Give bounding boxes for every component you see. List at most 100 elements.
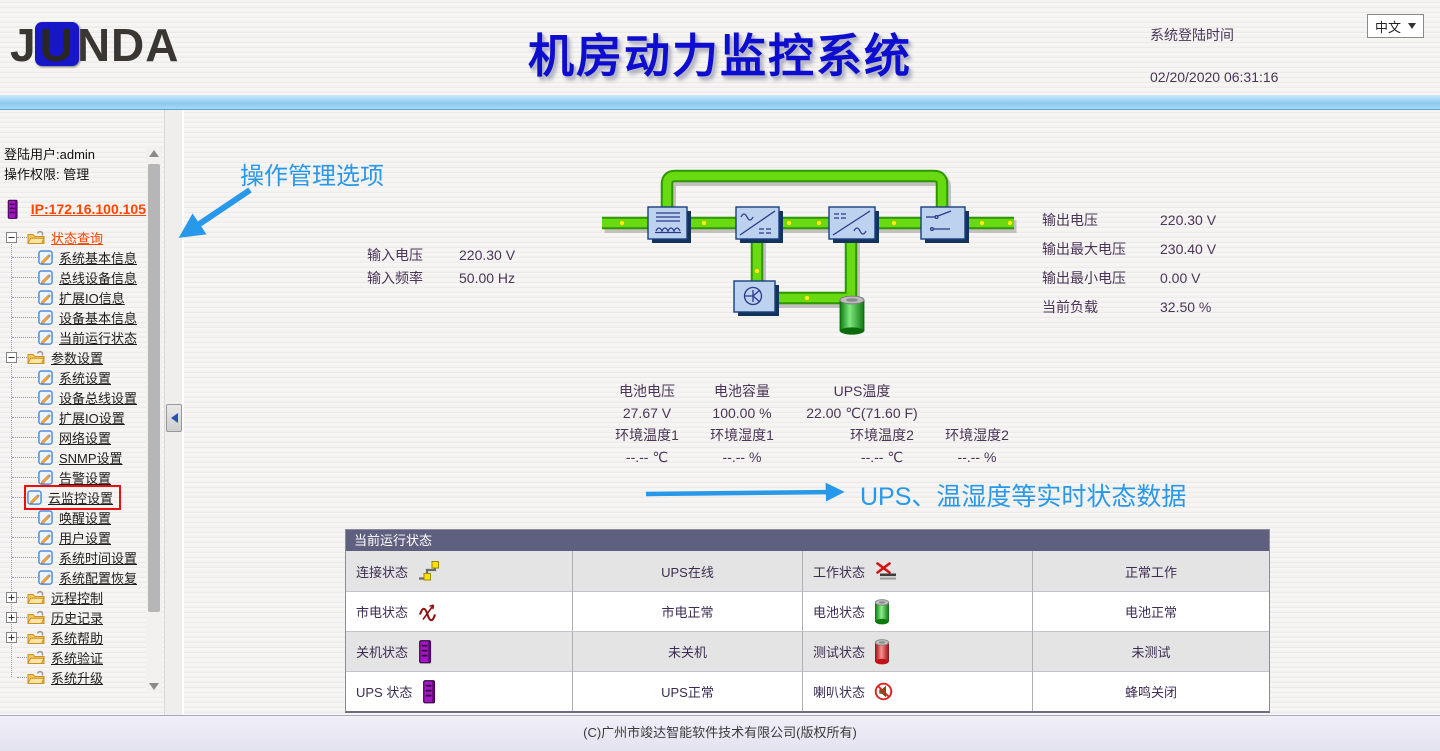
- tree-connector: [12, 416, 38, 418]
- doc-edit-icon: [38, 530, 53, 545]
- doc-edit-icon: [38, 570, 53, 585]
- footer: (C)广州市竣达智能软件技术有限公司(版权所有): [0, 715, 1440, 751]
- sidebar-folder-remote-control[interactable]: 远程控制: [4, 587, 146, 607]
- tree-connector: [17, 656, 27, 658]
- sidebar-item-wakeup-settings[interactable]: 唤醒设置: [4, 507, 146, 527]
- sidebar-item-label[interactable]: 总线设备信息: [59, 270, 138, 286]
- charger-box: [733, 280, 779, 316]
- doc-edit-icon: [38, 370, 53, 385]
- sidebar-item-snmp-settings[interactable]: SNMP设置: [4, 447, 146, 467]
- scrollbar-thumb[interactable]: [148, 164, 160, 612]
- sidebar-item-device-basic-info[interactable]: 设备基本信息: [4, 307, 146, 327]
- sidebar-item-device-bus-settings[interactable]: 设备总线设置: [4, 387, 146, 407]
- triangle-down-icon: [149, 683, 159, 690]
- expand-expander-icon[interactable]: [6, 612, 17, 623]
- sidebar: 登陆用户:admin 操作权限: 管理 IP:172.16.100.105 状态…: [0, 110, 146, 716]
- sidebar-item-label[interactable]: 系统配置恢复: [59, 570, 138, 586]
- sidebar-item-label[interactable]: 扩展IO信息: [59, 290, 125, 306]
- sidebar-item-label[interactable]: 当前运行状态: [59, 330, 138, 346]
- folder-icon: [27, 350, 45, 365]
- panel-splitter: [164, 110, 184, 716]
- sidebar-item-label[interactable]: 网络设置: [59, 430, 112, 446]
- metric-value: --.-- ℃: [625, 449, 669, 465]
- tree-connector: [12, 276, 38, 278]
- status-label: 测试状态: [813, 645, 866, 660]
- metric-label: 环境温度1: [615, 427, 679, 443]
- sidebar-item-system-basic-info[interactable]: 系统基本信息: [4, 247, 146, 267]
- folder-icon: [27, 630, 45, 645]
- sidebar-item-expansion-io-info[interactable]: 扩展IO信息: [4, 287, 146, 307]
- sidebar-item-current-run-status[interactable]: 当前运行状态: [4, 327, 146, 347]
- annotation-realtime-note: UPS、温湿度等实时状态数据: [860, 483, 1187, 511]
- sidebar-item-cloud-monitor-settings[interactable]: 云监控设置: [4, 484, 146, 510]
- folder-icon: [27, 670, 45, 685]
- sidebar-item-label[interactable]: 系统验证: [51, 650, 104, 666]
- mains-wave-icon: [417, 602, 439, 622]
- metric-label: 输出最大电压: [1042, 241, 1126, 257]
- status-value: 电池正常: [1033, 591, 1269, 631]
- sidebar-item-label[interactable]: 告警设置: [59, 470, 112, 486]
- sidebar-item-label[interactable]: 系统帮助: [51, 630, 104, 646]
- expand-expander-icon[interactable]: [6, 592, 17, 603]
- server-icon: [421, 679, 439, 705]
- doc-edit-icon: [38, 410, 53, 425]
- sidebar-item-label[interactable]: 用户设置: [59, 530, 112, 546]
- sidebar-item-expansion-io-settings[interactable]: 扩展IO设置: [4, 407, 146, 427]
- doc-edit-icon: [38, 250, 53, 265]
- sidebar-folder-verification[interactable]: 系统验证: [4, 647, 146, 667]
- sidebar-item-label[interactable]: 状态查询: [51, 230, 104, 246]
- sidebar-folder-upgrade[interactable]: 系统升级: [4, 667, 146, 687]
- logo-letter-u: U: [34, 18, 79, 72]
- status-value: 未测试: [1033, 631, 1269, 671]
- tree-connector: [17, 596, 27, 598]
- sidebar-item-label[interactable]: 设备基本信息: [59, 310, 138, 326]
- login-user: 登陆用户:admin: [4, 147, 96, 162]
- language-select[interactable]: 中文: [1366, 14, 1424, 38]
- sidebar-item-label[interactable]: 扩展IO设置: [59, 410, 125, 426]
- sidebar-scrollbar[interactable]: [146, 146, 162, 694]
- status-value: UPS在线: [573, 551, 803, 591]
- sidebar-item-label[interactable]: SNMP设置: [59, 450, 123, 466]
- scroll-down-button[interactable]: [146, 679, 162, 694]
- table-row: 连接状态 UPS在线 工作状态 正常工作: [346, 551, 1269, 591]
- doc-edit-icon: [38, 470, 53, 485]
- sidebar-item-user-settings[interactable]: 用户设置: [4, 527, 146, 547]
- sidebar-item-label[interactable]: 参数设置: [51, 350, 104, 366]
- sidebar-item-label[interactable]: 系统时间设置: [59, 550, 138, 566]
- scroll-up-button[interactable]: [146, 146, 162, 161]
- sidebar-item-label[interactable]: 系统升级: [51, 670, 104, 686]
- output-switch-box: [920, 206, 969, 243]
- speaker-muted-icon: [874, 682, 893, 701]
- sidebar-item-label[interactable]: 系统基本信息: [59, 250, 138, 266]
- sidebar-item-alarm-settings[interactable]: 告警设置: [4, 467, 146, 487]
- device-ip-link[interactable]: IP:172.16.100.105: [30, 201, 146, 217]
- metric-value: 220.30 V: [459, 247, 516, 263]
- rectifier-box: [735, 206, 783, 243]
- sidebar-item-label[interactable]: 设备总线设置: [59, 390, 138, 406]
- sidebar-group-status-query[interactable]: 状态查询: [4, 227, 146, 247]
- sidebar-item-system-time-settings[interactable]: 系统时间设置: [4, 547, 146, 567]
- metric-label: 环境湿度2: [945, 427, 1009, 443]
- sidebar-item-label[interactable]: 系统设置: [59, 370, 112, 386]
- metric-label: 输入频率: [367, 270, 423, 286]
- sidebar-item-label[interactable]: 云监控设置: [48, 490, 114, 506]
- collapse-expander-icon[interactable]: [6, 232, 17, 243]
- sidebar-item-system-settings[interactable]: 系统设置: [4, 367, 146, 387]
- sidebar-item-label[interactable]: 唤醒设置: [59, 510, 112, 526]
- sidebar-group-param-settings[interactable]: 参数设置: [4, 347, 146, 367]
- sidebar-item-bus-device-info[interactable]: 总线设备信息: [4, 267, 146, 287]
- sidebar-folder-history[interactable]: 历史记录: [4, 607, 146, 627]
- sidebar-folder-help[interactable]: 系统帮助: [4, 627, 146, 647]
- device-ip-row: IP:172.16.100.105: [6, 195, 146, 223]
- sidebar-item-config-restore[interactable]: 系统配置恢复: [4, 567, 146, 587]
- tree-connector: [17, 236, 27, 238]
- metric-label: 当前负载: [1042, 299, 1098, 315]
- sidebar-item-label[interactable]: 历史记录: [51, 610, 104, 626]
- login-permission: 操作权限: 管理: [4, 167, 90, 182]
- expand-expander-icon[interactable]: [6, 632, 17, 643]
- collapse-expander-icon[interactable]: [6, 352, 17, 363]
- sidebar-collapse-button[interactable]: [166, 404, 182, 432]
- sidebar-item-label[interactable]: 远程控制: [51, 590, 104, 606]
- sidebar-item-network-settings[interactable]: 网络设置: [4, 427, 146, 447]
